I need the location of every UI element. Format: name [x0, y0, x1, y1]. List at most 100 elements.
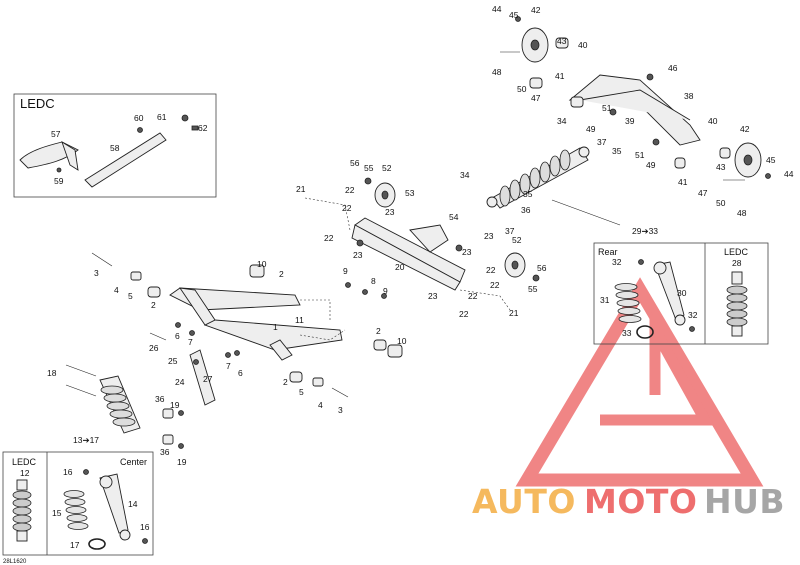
callout-36a: 36	[521, 205, 531, 215]
callout-22a: 22	[345, 185, 355, 195]
callout-43a: 43	[557, 36, 567, 46]
callout-3b: 3	[338, 405, 343, 415]
callout-35b: 35	[523, 189, 533, 199]
callout-35: 35	[612, 146, 622, 156]
callout-30: 30	[677, 288, 687, 298]
inset-ledc-title: LEDC	[20, 96, 55, 111]
callout-37b: 37	[505, 226, 515, 236]
callout-10a: 10	[257, 259, 267, 269]
callout-32a: 32	[612, 257, 622, 267]
callout-6a: 6	[175, 331, 180, 341]
callout-40a: 40	[578, 40, 588, 50]
callout-36b: 36	[155, 394, 165, 404]
callout-4b: 4	[318, 400, 323, 410]
inset-center-title: Center	[120, 457, 147, 467]
front-arm-assembly	[91, 252, 403, 406]
callout-44a: 44	[492, 4, 502, 14]
callout-24: 24	[175, 377, 185, 387]
callout-2a: 2	[279, 269, 284, 279]
callout-55a: 55	[364, 163, 374, 173]
callout-56b: 56	[537, 263, 547, 273]
callout-36c: 36	[160, 447, 170, 457]
rear-shock-inset-parts	[614, 259, 748, 339]
callout-62: 62	[198, 123, 208, 133]
callout-5a: 5	[128, 291, 133, 301]
callout-22e: 22	[468, 291, 478, 301]
callout-14: 14	[128, 499, 138, 509]
callout-49a: 49	[586, 124, 596, 134]
callout-60: 60	[134, 113, 144, 123]
callout-16a: 16	[63, 467, 73, 477]
watermark-logo	[515, 277, 764, 487]
callout-55b: 55	[528, 284, 538, 294]
callout-58: 58	[110, 143, 120, 153]
callout-26: 26	[149, 343, 159, 353]
callout-54: 54	[449, 212, 459, 222]
callout-12: 12	[20, 468, 30, 478]
callout-9a: 9	[343, 266, 348, 276]
callout-37a: 37	[597, 137, 607, 147]
callout-23a: 23	[385, 207, 395, 217]
callout-22b: 22	[342, 203, 352, 213]
callout-46: 46	[668, 63, 678, 73]
callout-34: 34	[557, 116, 567, 126]
callout-23c: 23	[484, 231, 494, 241]
callout-13-17: 13➔17	[73, 435, 99, 445]
callout-42a: 42	[531, 5, 541, 15]
inset-rear-ledc-title: LEDC	[724, 247, 749, 257]
callout-41b: 41	[678, 177, 688, 187]
callout-23b: 23	[353, 250, 363, 260]
callout-49b: 49	[646, 160, 656, 170]
center-arm-assembly	[304, 177, 540, 311]
callout-19a: 19	[170, 400, 180, 410]
callout-8: 8	[371, 276, 376, 286]
callout-5b: 5	[299, 387, 304, 397]
callout-50a: 50	[517, 84, 527, 94]
callout-42b: 42	[740, 124, 750, 134]
inset-center-ledc-title: LEDC	[12, 457, 37, 467]
callout-44b: 44	[784, 169, 794, 179]
callout-59: 59	[54, 176, 64, 186]
callout-22f: 22	[490, 280, 500, 290]
callout-21b: 21	[509, 308, 519, 318]
callout-32b: 32	[688, 310, 698, 320]
callout-16b: 16	[140, 522, 150, 532]
callout-22g: 22	[459, 309, 469, 319]
callout-7a: 7	[188, 337, 193, 347]
inset-rear-title: Rear	[598, 247, 618, 257]
front-shock-absorber	[65, 364, 184, 449]
callout-50b: 50	[716, 198, 726, 208]
callout-20: 20	[395, 262, 405, 272]
slider-rail-part	[19, 114, 199, 188]
callout-7b: 7	[226, 361, 231, 371]
callout-4a: 4	[114, 285, 119, 295]
callout-9b: 9	[383, 286, 388, 296]
inset-rear-shock	[593, 242, 769, 345]
rear-arm-assembly	[500, 16, 771, 181]
callout-18: 18	[47, 368, 57, 378]
callout-21a: 21	[296, 184, 306, 194]
callout-56a: 56	[350, 158, 360, 168]
callout-47a: 47	[531, 93, 541, 103]
reference-code: 28L1620	[3, 559, 27, 565]
callout-48a: 48	[492, 67, 502, 77]
callout-28: 28	[732, 258, 742, 268]
callout-11: 11	[295, 315, 304, 325]
callout-52a: 52	[382, 163, 392, 173]
callout-40b: 40	[708, 116, 718, 126]
callout-10b: 10	[397, 336, 407, 346]
callout-17: 17	[70, 540, 80, 550]
callout-38: 38	[684, 91, 694, 101]
inset-ledc-top	[13, 93, 217, 198]
callout-15: 15	[52, 508, 62, 518]
callout-41a: 41	[555, 71, 565, 81]
watermark-auto: AUTO	[472, 482, 576, 521]
inset-center-shock	[2, 451, 154, 556]
callout-47b: 47	[698, 188, 708, 198]
callout-27: 27	[203, 374, 213, 384]
callout-2d: 2	[283, 377, 288, 387]
callout-2b: 2	[151, 300, 156, 310]
callout-61: 61	[157, 112, 167, 122]
callout-1: 1	[273, 322, 278, 332]
